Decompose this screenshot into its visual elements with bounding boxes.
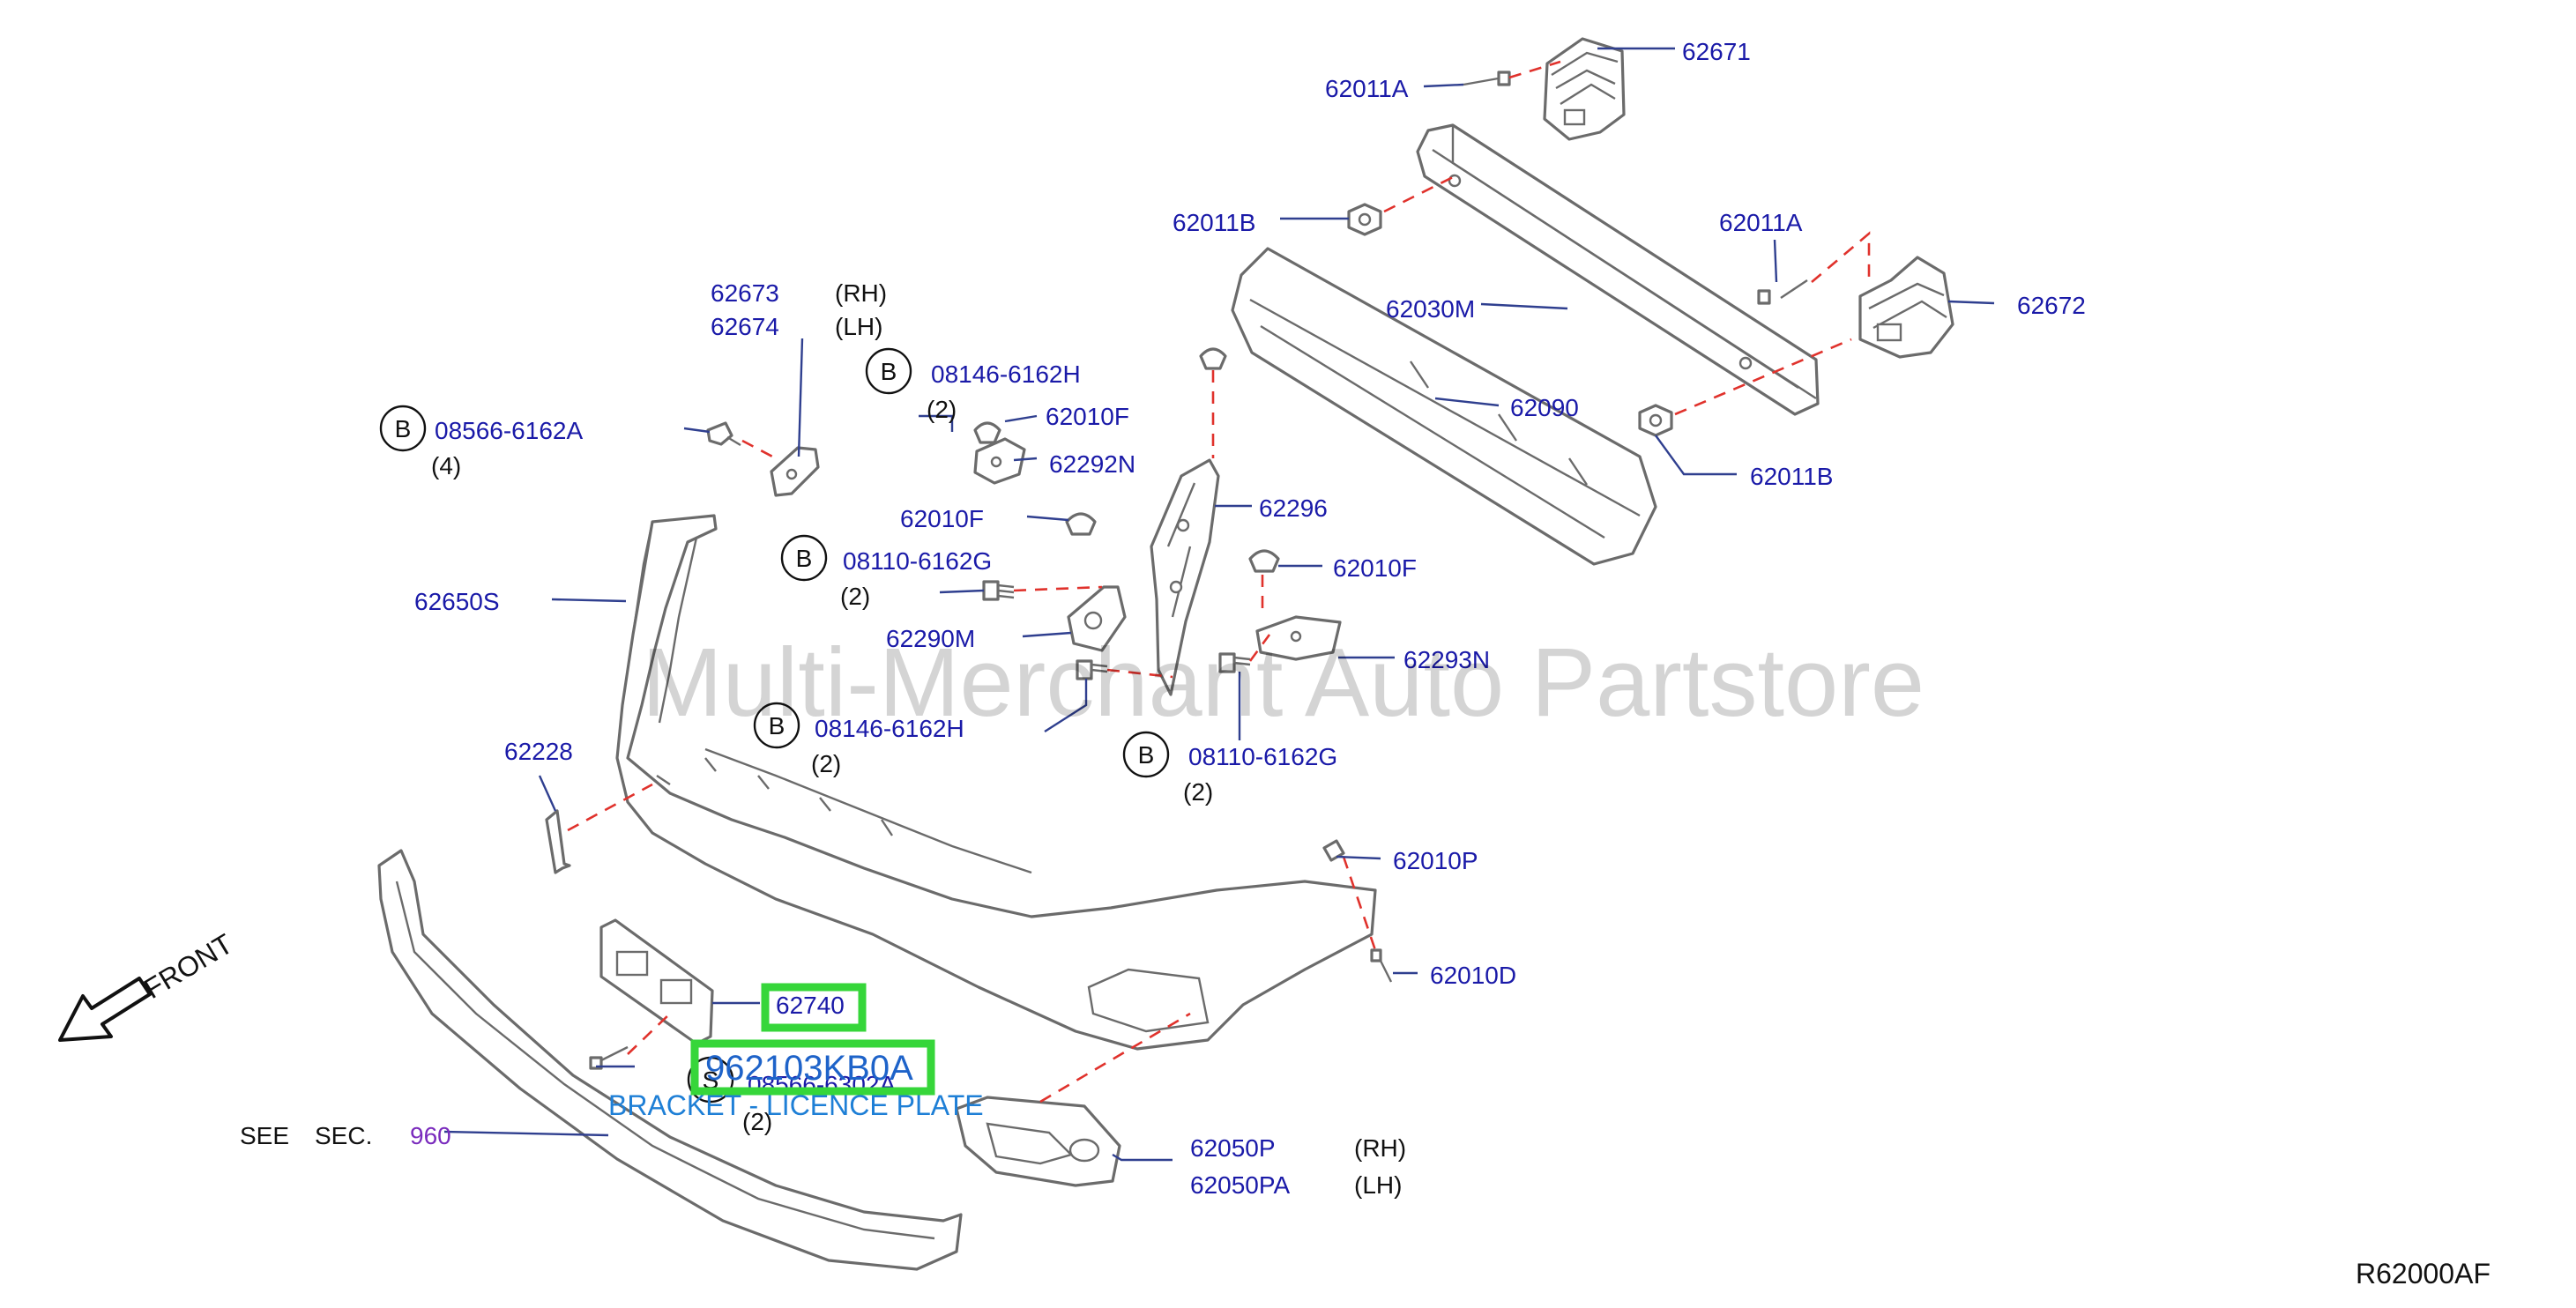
reflector-62228	[545, 809, 571, 874]
svg-text:B: B	[769, 712, 785, 739]
label-62290M: 62290M	[886, 625, 975, 652]
label-08110-6162G-b: 08110-6162G	[1188, 743, 1337, 770]
label-62672: 62672	[2017, 292, 2086, 319]
label-08566-6162A: 08566-6162A	[435, 417, 583, 444]
clip-62010P	[1322, 839, 1345, 862]
qualifier-lh-62050PA: (LH)	[1354, 1171, 1402, 1199]
bracket-62672	[1858, 256, 1954, 359]
sec-label: SEC.	[315, 1122, 372, 1149]
screw-62011A-top	[1463, 71, 1511, 86]
label-62030M: 62030M	[1386, 295, 1475, 323]
qty-08146-6162H-top: (2)	[927, 396, 957, 423]
nut-62011B-top	[1347, 203, 1382, 236]
highlighted-part-description: BRACKET - LICENCE PLATE	[608, 1089, 984, 1121]
reference-code: R62000AF	[2356, 1258, 2490, 1289]
svg-text:B: B	[395, 415, 412, 442]
label-62010F-a: 62010F	[1046, 403, 1129, 430]
label-62292N: 62292N	[1049, 450, 1135, 478]
label-08146-6162H-top: 08146-6162H	[931, 360, 1081, 388]
label-62050PA: 62050PA	[1190, 1171, 1290, 1199]
b-callout-08146-top: B	[865, 347, 912, 395]
watermark: Multi-Merchant Auto Partstore	[642, 628, 1925, 737]
label-62671: 62671	[1682, 38, 1751, 65]
highlight-box-62740	[761, 983, 867, 1032]
bracket-62673-62674	[770, 446, 820, 497]
qty-08146-6162H-mid: (2)	[811, 750, 841, 777]
b-callout-08110-b: B	[1122, 731, 1170, 778]
bolt-08146-6162H-mid	[1076, 659, 1108, 680]
section-number-960: 960	[410, 1122, 451, 1149]
label-62090: 62090	[1510, 394, 1579, 421]
label-62674: 62674	[711, 313, 779, 340]
qualifier-rh-62673: (RH)	[835, 279, 887, 307]
label-62011B-top: 62011B	[1173, 209, 1255, 236]
svg-text:B: B	[881, 358, 897, 385]
svg-text:B: B	[796, 545, 813, 572]
label-62740: 62740	[776, 992, 845, 1019]
label-62650S: 62650S	[414, 588, 500, 615]
label-62010D: 62010D	[1430, 962, 1516, 989]
b-callout-08146-mid: B	[753, 702, 800, 749]
svg-text:B: B	[1138, 741, 1155, 769]
highlighted-part-number: 962103KB0A	[705, 1049, 913, 1088]
label-62010P: 62010P	[1393, 847, 1478, 874]
label-62011B-bottom: 62011B	[1750, 463, 1833, 490]
highlight-box-part-number	[690, 1039, 935, 1096]
label-62010F-b: 62010F	[900, 505, 984, 532]
clip-62010F-c	[1248, 549, 1280, 573]
clip-62010F-b	[1065, 512, 1097, 536]
label-62010F-c: 62010F	[1333, 554, 1417, 582]
label-62293N: 62293N	[1403, 646, 1490, 673]
bolt-08110-6162G-b	[1218, 652, 1251, 673]
fog-lamp-bezel-62050P	[955, 1096, 1121, 1187]
front-label: FRONT	[138, 927, 238, 1005]
bracket-62296	[1150, 458, 1220, 696]
qualifier-rh-62050P: (RH)	[1354, 1134, 1406, 1162]
b-callout-08110-a: B	[780, 534, 828, 582]
qualifier-lh-62674: (LH)	[835, 313, 882, 340]
qty-08110-6162G-b: (2)	[1183, 778, 1213, 806]
front-arrow-icon	[58, 977, 152, 1042]
reinforcement-beam-62030M	[1416, 123, 1820, 416]
screw-08566-6302A	[589, 1045, 629, 1070]
bracket-62671	[1543, 37, 1626, 141]
bolt-08110-6162G-a	[982, 580, 1015, 601]
bracket-62292N	[973, 437, 1026, 485]
label-62050P: 62050P	[1190, 1134, 1276, 1162]
bumper-fascia-62650S	[615, 514, 1377, 1051]
label-62673: 62673	[711, 279, 779, 307]
qty-08566-6302A: (2)	[742, 1108, 772, 1135]
qty-08110-6162G-a: (2)	[840, 583, 870, 610]
energy-absorber-62090	[1231, 247, 1657, 566]
label-62011A-right: 62011A	[1719, 209, 1803, 236]
bolt-08566-6162A	[706, 421, 741, 447]
screw-62011A-right	[1757, 279, 1808, 305]
screw-62010D	[1370, 948, 1393, 983]
label-62228: 62228	[504, 738, 573, 765]
leader-lines	[443, 47, 1995, 1162]
label-62011A-top: 62011A	[1325, 75, 1409, 102]
clip-62010F-top	[1199, 347, 1227, 370]
label-08110-6162G-a: 08110-6162G	[843, 547, 992, 575]
b-callout-08566-6162A: B	[379, 405, 427, 452]
qty-08566-6162A: (4)	[431, 452, 461, 479]
label-08146-6162H-mid: 08146-6162H	[815, 715, 964, 742]
clip-62010F-a	[973, 421, 1001, 444]
assembly-lines	[567, 60, 1871, 1104]
bracket-62290M	[1067, 585, 1127, 652]
svg-text:S: S	[703, 1066, 719, 1094]
licence-plate-bracket-62740	[599, 918, 714, 1045]
nut-62011B-bottom	[1638, 404, 1673, 437]
see-label: SEE	[240, 1122, 289, 1149]
bracket-62293N	[1255, 615, 1342, 661]
lower-spoiler-sec-960	[377, 849, 963, 1271]
label-62296: 62296	[1259, 494, 1328, 522]
